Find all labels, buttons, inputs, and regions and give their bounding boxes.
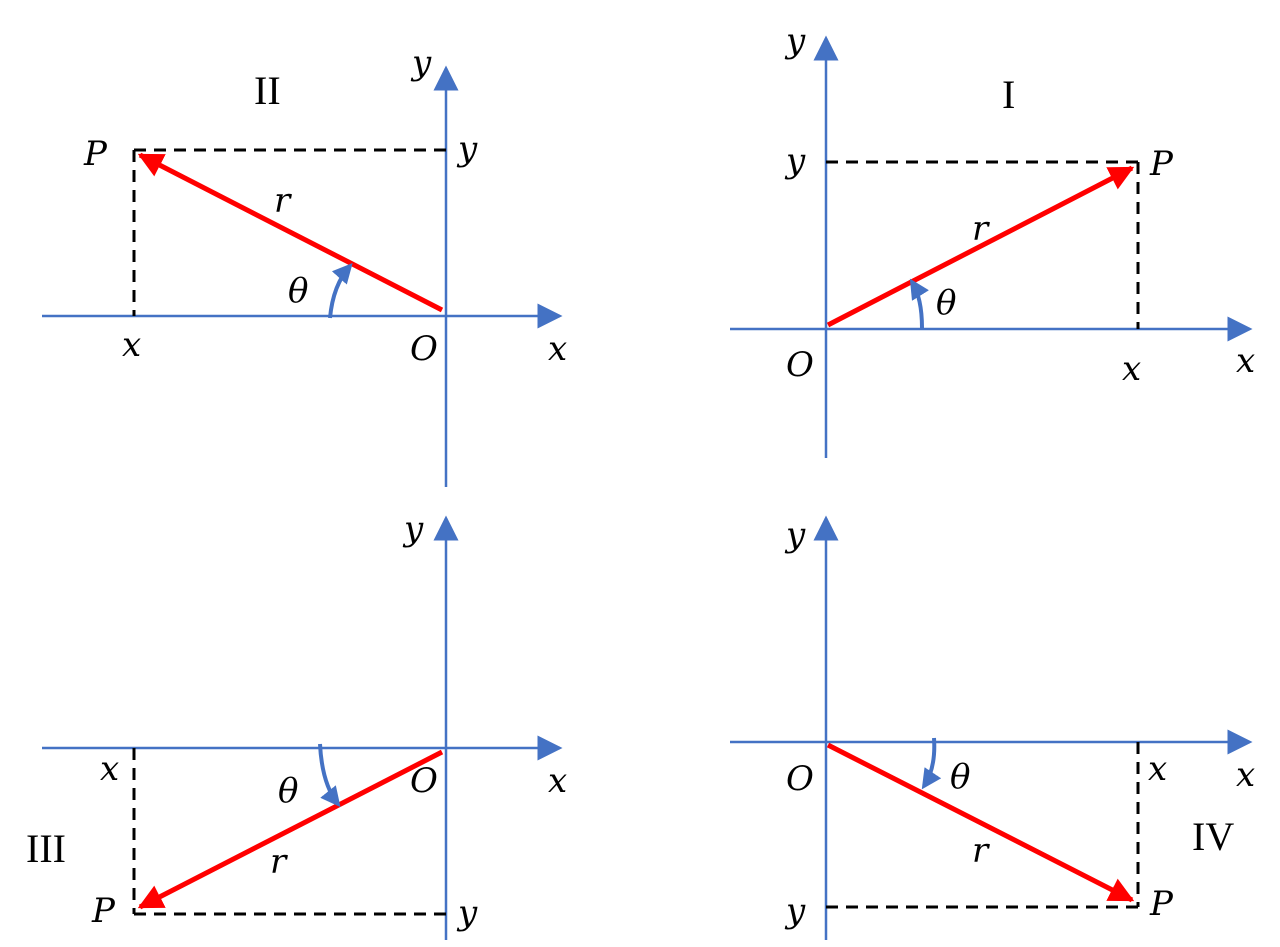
angle-label: θ	[936, 283, 956, 323]
radius-vector	[137, 749, 444, 910]
quadrant-numeral: III	[26, 826, 66, 871]
x-axis-label: x	[1236, 755, 1255, 795]
angle-arc	[909, 278, 929, 329]
x-projection-label: x	[1122, 349, 1141, 389]
angle-arc	[921, 737, 942, 790]
point-label: P	[83, 134, 108, 174]
angle-label: θ	[288, 271, 308, 311]
quadrant-iii-panel: y x O x θ III r P y	[26, 509, 567, 940]
y-axis-label: y	[784, 21, 806, 61]
x-axis-label: x	[548, 761, 567, 801]
quadrant-iv-panel: y x O θ x IV r P y	[730, 515, 1255, 940]
radius-label: r	[972, 831, 990, 871]
x-axis-label: x	[1236, 341, 1255, 381]
y-axis-label: y	[410, 43, 432, 83]
angle-label: θ	[278, 771, 298, 811]
origin-label: O	[786, 345, 814, 385]
y-projection-label: y	[784, 891, 806, 931]
quadrant-numeral: I	[1002, 72, 1015, 117]
angle-label: θ	[950, 757, 970, 797]
point-label: P	[1149, 884, 1174, 924]
quadrant-i-panel: I y y P r θ O x x	[730, 21, 1255, 458]
angle-arc	[328, 263, 353, 319]
angle-arc	[318, 743, 341, 808]
x-projection-label: x	[100, 749, 119, 789]
y-projection-label: y	[456, 129, 478, 169]
radius-vector	[826, 742, 1135, 903]
y-axis-label: y	[402, 509, 424, 549]
point-label: P	[91, 891, 116, 931]
x-projection-label: x	[1148, 749, 1167, 789]
radius-label: r	[270, 842, 288, 882]
x-projection-label: x	[122, 325, 141, 365]
point-label: P	[1149, 144, 1174, 184]
origin-label: O	[786, 759, 814, 799]
y-projection-label: y	[456, 893, 478, 933]
quadrant-ii-panel: II y y P r θ x O x	[42, 43, 567, 487]
x-axis-label: x	[548, 329, 567, 369]
radius-label: r	[972, 209, 990, 249]
quadrant-numeral: II	[254, 68, 281, 113]
y-axis-label: y	[784, 515, 806, 555]
quadrant-numeral: IV	[1192, 814, 1234, 859]
radius-label: r	[274, 181, 292, 221]
y-projection-label: y	[784, 141, 806, 181]
origin-label: O	[410, 329, 438, 369]
origin-label: O	[410, 761, 438, 801]
radius-vector	[137, 152, 444, 313]
radius-vector	[826, 165, 1135, 328]
